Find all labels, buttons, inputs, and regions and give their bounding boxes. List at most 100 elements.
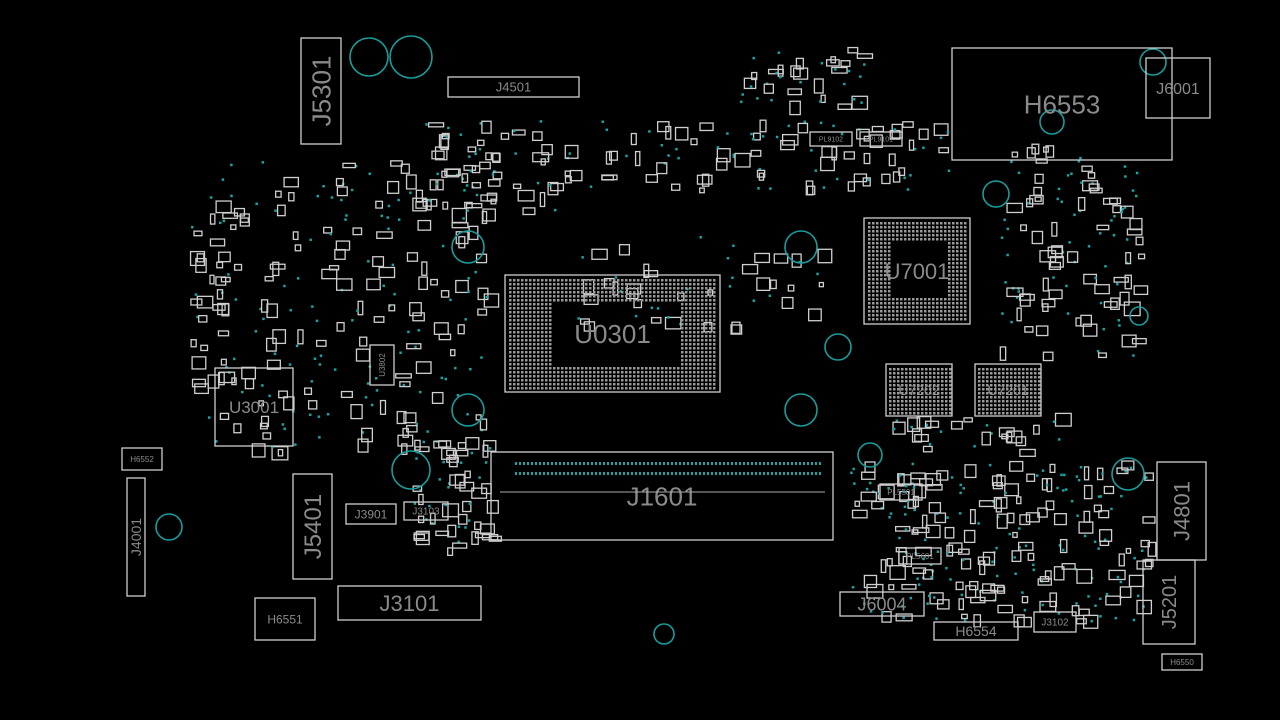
bga-ball-grid [889,368,952,415]
mounting-hole [391,450,431,490]
component-outline [447,76,580,98]
component-label: J3901 [355,507,388,521]
bga-ball-grid [509,279,716,390]
component-u3802[interactable]: U3802 [369,344,395,386]
component-outline [121,447,163,471]
component-label: H6550 [1170,658,1194,667]
component-label: U0301 [574,319,651,349]
component-label: H6554 [955,623,996,639]
component-outline [933,621,1019,641]
component-outline [951,47,1173,161]
component-h6552[interactable]: H6552 [121,447,163,471]
mounting-hole [784,393,818,427]
mounting-hole [349,37,389,77]
component-outline [1033,611,1077,633]
component-label: J6001 [1156,81,1200,98]
component-label: J3101 [380,591,440,616]
component-j3102[interactable]: J3102 [1033,611,1077,633]
component-outline [337,585,482,621]
component-label: H6553 [1024,89,1101,119]
component-label: PL9101 [869,137,893,144]
component-pl5501[interactable]: PL5501 [879,483,923,501]
component-outline [885,363,953,417]
component-outline [254,597,316,641]
mounting-hole [784,230,818,264]
component-outline [504,274,721,393]
component-j3103[interactable]: J3103 [403,501,449,521]
component-outline [1142,559,1196,645]
component-pl9101[interactable]: PL9101 [859,131,903,147]
component-h6550[interactable]: H6550 [1161,653,1203,671]
component-h6551[interactable]: H6551 [254,597,316,641]
component-j3901[interactable]: J3901 [345,503,397,525]
component-h6554[interactable]: H6554 [933,621,1019,641]
component-outline [879,483,923,501]
component-j4801[interactable]: J4801 [1156,461,1207,561]
mounting-hole [1139,48,1167,76]
mounting-hole [982,180,1010,208]
mounting-hole [857,442,883,468]
mounting-hole [824,333,852,361]
bga-ball-grid [868,222,967,321]
component-j3101[interactable]: J3101 [337,585,482,621]
mounting-holes-layer [155,35,1167,645]
component-outline [839,591,925,617]
component-label: J4801 [1169,481,1194,541]
component-j6004[interactable]: J6004 [839,591,925,617]
component-j5401[interactable]: J5401 [292,473,333,580]
component-label: J5401 [300,494,327,559]
component-j6001[interactable]: J6001 [1145,57,1211,119]
component-u0301[interactable]: U0301 [504,274,721,393]
component-outline [126,477,146,597]
component-j4501[interactable]: J4501 [447,76,580,98]
mounting-hole [389,35,433,79]
component-h6553[interactable]: H6553 [951,47,1173,161]
component-outline [292,473,333,580]
small-components-layer [189,46,1157,629]
component-outline [898,547,942,565]
component-j5301[interactable]: J5301 [300,37,342,145]
component-outline [859,131,903,147]
component-label: U3001 [229,398,279,417]
mounting-hole [1111,457,1145,491]
component-outline [809,131,853,147]
component-outline [863,217,971,325]
mounting-hole [1039,109,1065,135]
component-label: PL5601 [906,552,934,561]
component-label: J1601 [627,481,698,511]
connector-pins [500,462,825,493]
mounting-hole [653,623,675,645]
component-label: PL5501 [887,488,915,497]
component-u3001[interactable]: U3001 [214,367,294,447]
component-label: J3103 [412,507,440,518]
component-label: J4501 [496,80,531,95]
component-outline [214,367,294,447]
component-pl5601[interactable]: PL5601 [898,547,942,565]
component-j5201[interactable]: J5201 [1142,559,1196,645]
component-outline [369,344,395,386]
component-outline [490,451,834,541]
component-j1601[interactable]: J1601 [490,451,834,541]
component-label: J5201 [1159,575,1181,630]
component-label: U3802 [378,353,387,377]
component-label: PL9102 [819,137,843,144]
component-label: J5301 [306,56,336,127]
mounting-hole [1129,306,1149,326]
component-label: J6004 [857,594,906,614]
bga-ball-grid [978,368,1041,415]
component-label: H6552 [130,455,154,464]
component-j4001[interactable]: J4001 [126,477,146,597]
component-outline [345,503,397,525]
component-outline [1161,653,1203,671]
component-label: U7001 [885,259,950,284]
component-u7001[interactable]: U7001 [863,217,971,325]
mounting-hole [451,393,485,427]
component-outline [403,501,449,521]
component-outline [300,37,342,145]
component-pl9102[interactable]: PL9102 [809,131,853,147]
component-label: J3102 [1041,618,1069,629]
mounting-hole [155,513,183,541]
component-outline [1145,57,1211,119]
